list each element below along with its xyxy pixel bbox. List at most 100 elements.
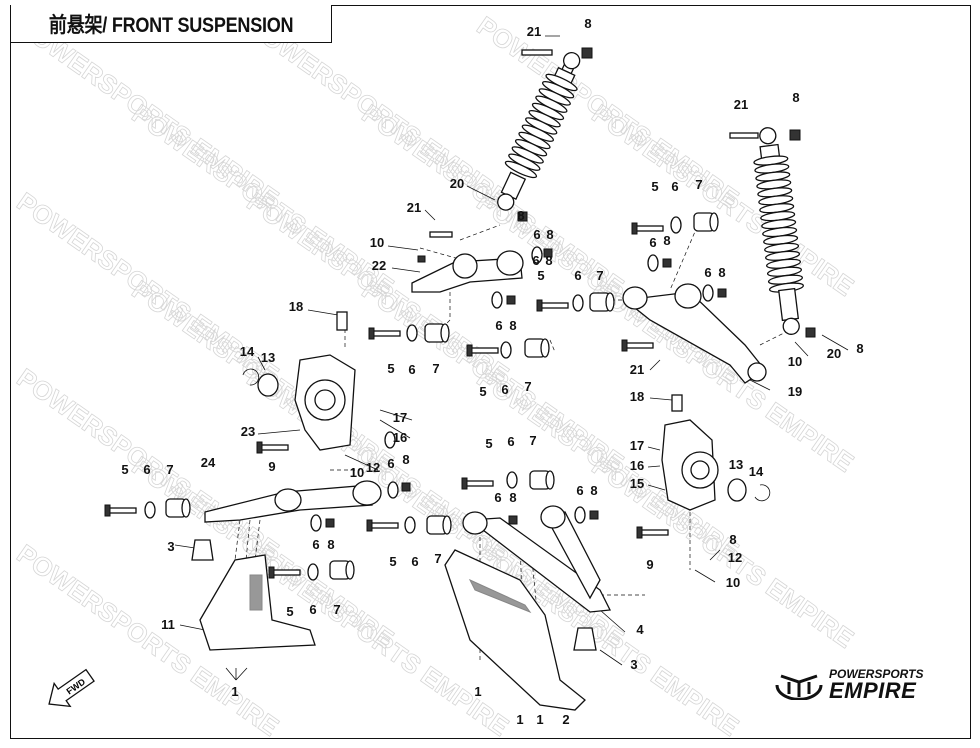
skid-plate-left	[199, 554, 316, 651]
callout-number: 10	[350, 465, 364, 480]
washer	[387, 481, 399, 499]
callout-number: 6	[533, 227, 540, 242]
skid-plate-right	[444, 549, 586, 711]
callout-number: 1	[516, 712, 523, 727]
callout-number: 1	[536, 712, 543, 727]
logo-line1: POWERSPORTS	[829, 667, 924, 681]
callout-number: 6	[532, 253, 539, 268]
callout-number: 8	[402, 452, 409, 467]
bolt	[624, 342, 654, 349]
washer	[574, 506, 586, 524]
shock-bolts	[517, 47, 816, 338]
washer	[531, 246, 543, 264]
empire-wings-logo-icon	[775, 674, 823, 700]
callout-number: 6	[387, 456, 394, 471]
washer	[307, 563, 319, 581]
bolt	[464, 480, 494, 487]
bushing-end	[345, 560, 355, 580]
bolt-head	[536, 299, 543, 312]
nut	[506, 295, 516, 305]
bushing-end	[709, 212, 719, 232]
washer	[506, 471, 518, 489]
lower-control-arm-right	[462, 505, 612, 651]
callout-number: 22	[372, 258, 386, 273]
bolt	[634, 225, 664, 232]
callout-number: 11	[161, 617, 175, 632]
callout-number: 12	[728, 550, 742, 565]
callout-number: 6	[671, 179, 678, 194]
callout-number: 6	[309, 602, 316, 617]
callout-number: 18	[630, 389, 644, 404]
callout-number: 7	[333, 602, 340, 617]
callout-number: 8	[590, 483, 597, 498]
callout-number: 8	[545, 253, 552, 268]
callout-number: 8	[327, 537, 334, 552]
callout-number: 16	[630, 458, 644, 473]
bolt	[639, 529, 669, 536]
brand-logo: POWERSPORTS EMPIRE	[775, 668, 923, 702]
watermark-text: POWERSPORTS EMPIRE	[587, 450, 860, 654]
callout-number: 1	[474, 684, 481, 699]
washer	[406, 324, 418, 342]
bushing-end	[442, 515, 452, 535]
callout-number: 7	[434, 551, 441, 566]
callout-number: 6	[574, 268, 581, 283]
callout-number: 6	[143, 462, 150, 477]
callout-number: 8	[517, 208, 524, 223]
bolt-head	[466, 344, 473, 357]
callout-number: 8	[663, 233, 670, 248]
bushing-end	[181, 498, 191, 518]
callout-number: 21	[407, 200, 421, 215]
callout-number: 10	[370, 235, 384, 250]
washer	[384, 431, 396, 449]
callout-number: 7	[529, 433, 536, 448]
hardware-sets	[104, 212, 727, 581]
washer	[500, 341, 512, 359]
bolt-head	[461, 477, 468, 490]
callout-number: 5	[485, 436, 492, 451]
lower-control-arm-left	[191, 480, 382, 561]
callout-number: 23	[241, 424, 255, 439]
callout-number: 6	[576, 483, 583, 498]
washer	[670, 216, 682, 234]
callout-number: 21	[630, 362, 644, 377]
top-shock-absorber	[497, 52, 581, 211]
bolt	[259, 444, 289, 451]
callout-number: 8	[546, 227, 553, 242]
callout-number: 5	[537, 268, 544, 283]
bolt-head	[366, 519, 373, 532]
washer	[572, 294, 584, 312]
callout-number: 15	[630, 476, 644, 491]
callout-number: 9	[646, 557, 653, 572]
bolt	[107, 507, 137, 514]
callout-number: 4	[636, 622, 644, 637]
nut	[401, 482, 411, 492]
callout-number: 6	[495, 318, 502, 333]
callout-number: 6	[507, 434, 514, 449]
steering-knuckle-left	[242, 311, 356, 451]
washer	[647, 254, 659, 272]
callout-number: 10	[788, 354, 802, 369]
washer	[404, 516, 416, 534]
diagram-frame	[10, 5, 971, 739]
callout-number: 24	[201, 455, 216, 470]
callout-number: 6	[312, 537, 319, 552]
bolt-head	[268, 566, 275, 579]
callout-number: 6	[649, 235, 656, 250]
callout-number: 8	[718, 265, 725, 280]
bolt	[469, 347, 499, 354]
callout-number: 13	[729, 457, 743, 472]
callout-number: 16	[393, 430, 407, 445]
bolt	[271, 569, 301, 576]
callout-number: 7	[596, 268, 603, 283]
callout-number: 20	[450, 176, 464, 191]
bushing-end	[605, 292, 615, 312]
callout-number: 2	[562, 712, 569, 727]
bolt	[539, 302, 569, 309]
callout-number: 21	[734, 97, 748, 112]
callout-number: 6	[411, 554, 418, 569]
washer	[310, 514, 322, 532]
